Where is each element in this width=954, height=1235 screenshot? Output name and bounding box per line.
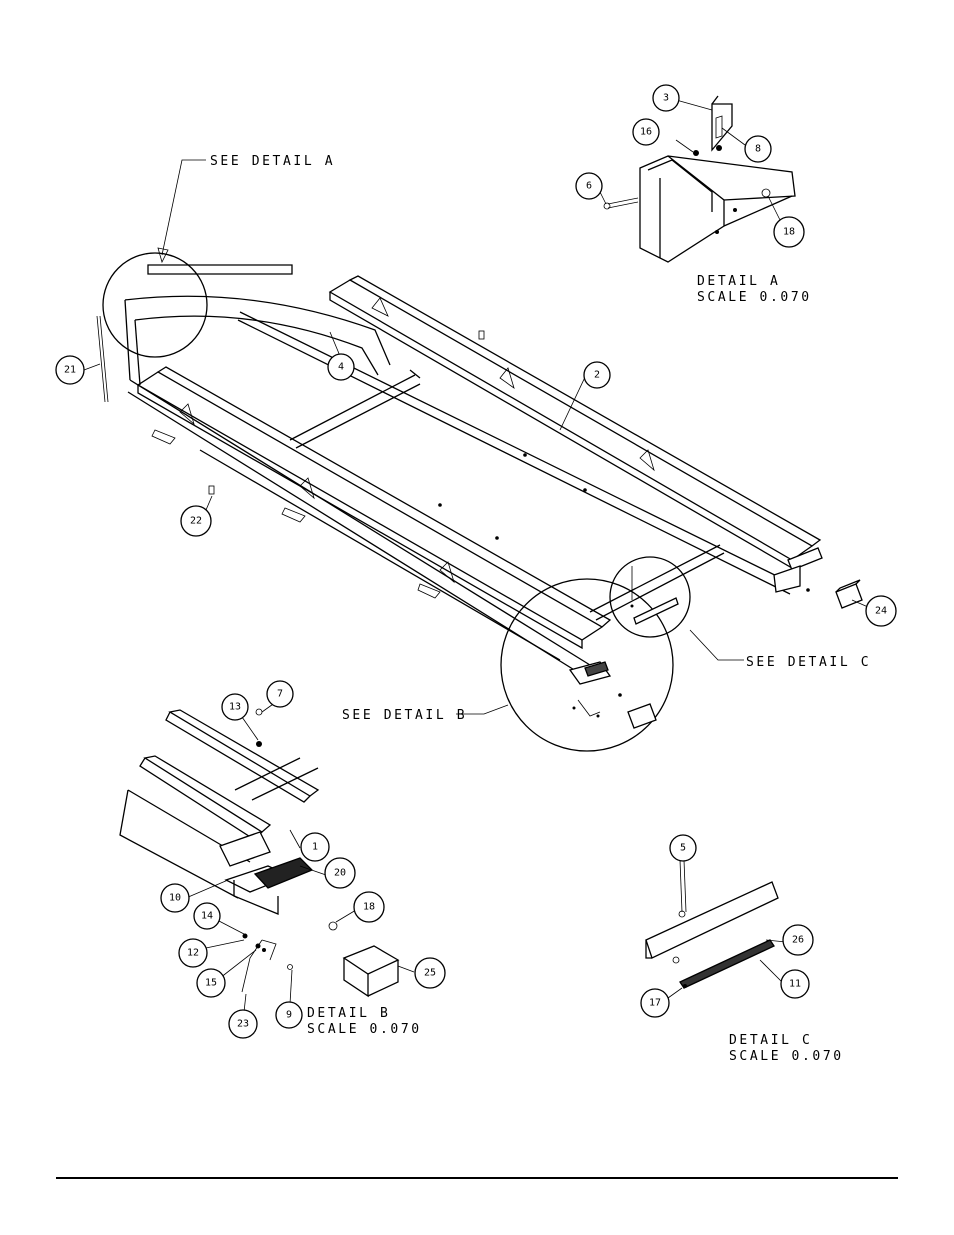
bubble-16-label: 16 bbox=[640, 127, 652, 138]
bubble-1: 1 bbox=[300, 832, 330, 862]
detail-c-preview bbox=[630, 566, 679, 625]
bubble-2: 2 bbox=[583, 361, 611, 389]
bubble-9-label: 9 bbox=[286, 1010, 292, 1021]
bubble-18-detail-b: 18 bbox=[353, 891, 385, 923]
detail-c-scale: SCALE 0.070 bbox=[729, 1049, 844, 1064]
bubble-12: 12 bbox=[178, 938, 208, 968]
bubble-12-label: 12 bbox=[187, 948, 199, 959]
detail-c-marker bbox=[609, 556, 691, 638]
detail-b-drawing bbox=[119, 708, 400, 998]
bubble-3-label: 3 bbox=[663, 93, 669, 104]
detail-c-title: DETAIL C bbox=[729, 1033, 812, 1048]
detail-b-preview bbox=[568, 661, 657, 729]
detail-c-drawing bbox=[645, 859, 779, 989]
detail-a-drawing bbox=[603, 95, 796, 263]
bubble-10: 10 bbox=[160, 883, 190, 913]
bubble-9: 9 bbox=[275, 1001, 303, 1029]
bubble-17: 17 bbox=[640, 988, 670, 1018]
bubble-3: 3 bbox=[652, 84, 680, 112]
bubble-13: 13 bbox=[221, 693, 249, 721]
bubble-7-label: 7 bbox=[277, 689, 283, 700]
see-detail-b-note: SEE DETAIL B bbox=[342, 708, 467, 723]
bubble-11: 11 bbox=[780, 969, 810, 999]
detail-a-scale: SCALE 0.070 bbox=[697, 290, 812, 305]
bubble-21-label: 21 bbox=[64, 365, 76, 376]
see-detail-a-note: SEE DETAIL A bbox=[210, 154, 335, 169]
bubble-1-label: 1 bbox=[312, 842, 318, 853]
detail-b-scale: SCALE 0.070 bbox=[307, 1022, 422, 1037]
main-frame-assembly bbox=[96, 264, 863, 697]
bubble-23-label: 23 bbox=[237, 1019, 249, 1030]
footer-rule bbox=[56, 1177, 898, 1179]
bubble-16: 16 bbox=[632, 118, 660, 146]
detail-a-marker bbox=[102, 252, 208, 358]
bubble-20: 20 bbox=[324, 857, 356, 889]
bubble-24: 24 bbox=[865, 595, 897, 627]
bubble-4-label: 4 bbox=[338, 362, 344, 373]
bubble-5: 5 bbox=[669, 834, 697, 862]
bubble-8-label: 8 bbox=[755, 144, 761, 155]
detail-a-title: DETAIL A bbox=[697, 274, 780, 289]
bubble-13-label: 13 bbox=[229, 702, 241, 713]
bubble-18b-label: 18 bbox=[363, 902, 375, 913]
bubble-5-label: 5 bbox=[680, 843, 686, 854]
bubble-6: 6 bbox=[575, 172, 603, 200]
bubble-8: 8 bbox=[744, 135, 772, 163]
bubble-7: 7 bbox=[266, 680, 294, 708]
bubble-2-label: 2 bbox=[594, 370, 600, 381]
bubble-11-label: 11 bbox=[789, 979, 801, 990]
bubble-24-label: 24 bbox=[875, 606, 887, 617]
bubble-10-label: 10 bbox=[169, 893, 181, 904]
bubble-26: 26 bbox=[782, 924, 814, 956]
detail-b-title: DETAIL B bbox=[307, 1006, 390, 1021]
bubble-26-label: 26 bbox=[792, 935, 804, 946]
bubble-22: 22 bbox=[180, 505, 212, 537]
bubble-17-label: 17 bbox=[649, 998, 661, 1009]
bubble-25: 25 bbox=[414, 957, 446, 989]
bubble-21: 21 bbox=[55, 355, 85, 385]
bubble-20-label: 20 bbox=[334, 868, 346, 879]
bubble-25-label: 25 bbox=[424, 968, 436, 979]
bubble-15: 15 bbox=[196, 968, 226, 998]
bubble-23: 23 bbox=[228, 1009, 258, 1039]
bubble-4: 4 bbox=[327, 353, 355, 381]
bubble-14: 14 bbox=[193, 902, 221, 930]
bubble-6-label: 6 bbox=[586, 181, 592, 192]
leader-lines bbox=[83, 97, 869, 1013]
bubble-15-label: 15 bbox=[205, 978, 217, 989]
bubble-22-label: 22 bbox=[190, 516, 202, 527]
bubble-18a-label: 18 bbox=[783, 227, 795, 238]
see-detail-c-note: SEE DETAIL C bbox=[746, 655, 871, 670]
detail-b-marker bbox=[500, 578, 674, 752]
bubble-18-detail-a: 18 bbox=[773, 216, 805, 248]
bubble-14-label: 14 bbox=[201, 911, 213, 922]
